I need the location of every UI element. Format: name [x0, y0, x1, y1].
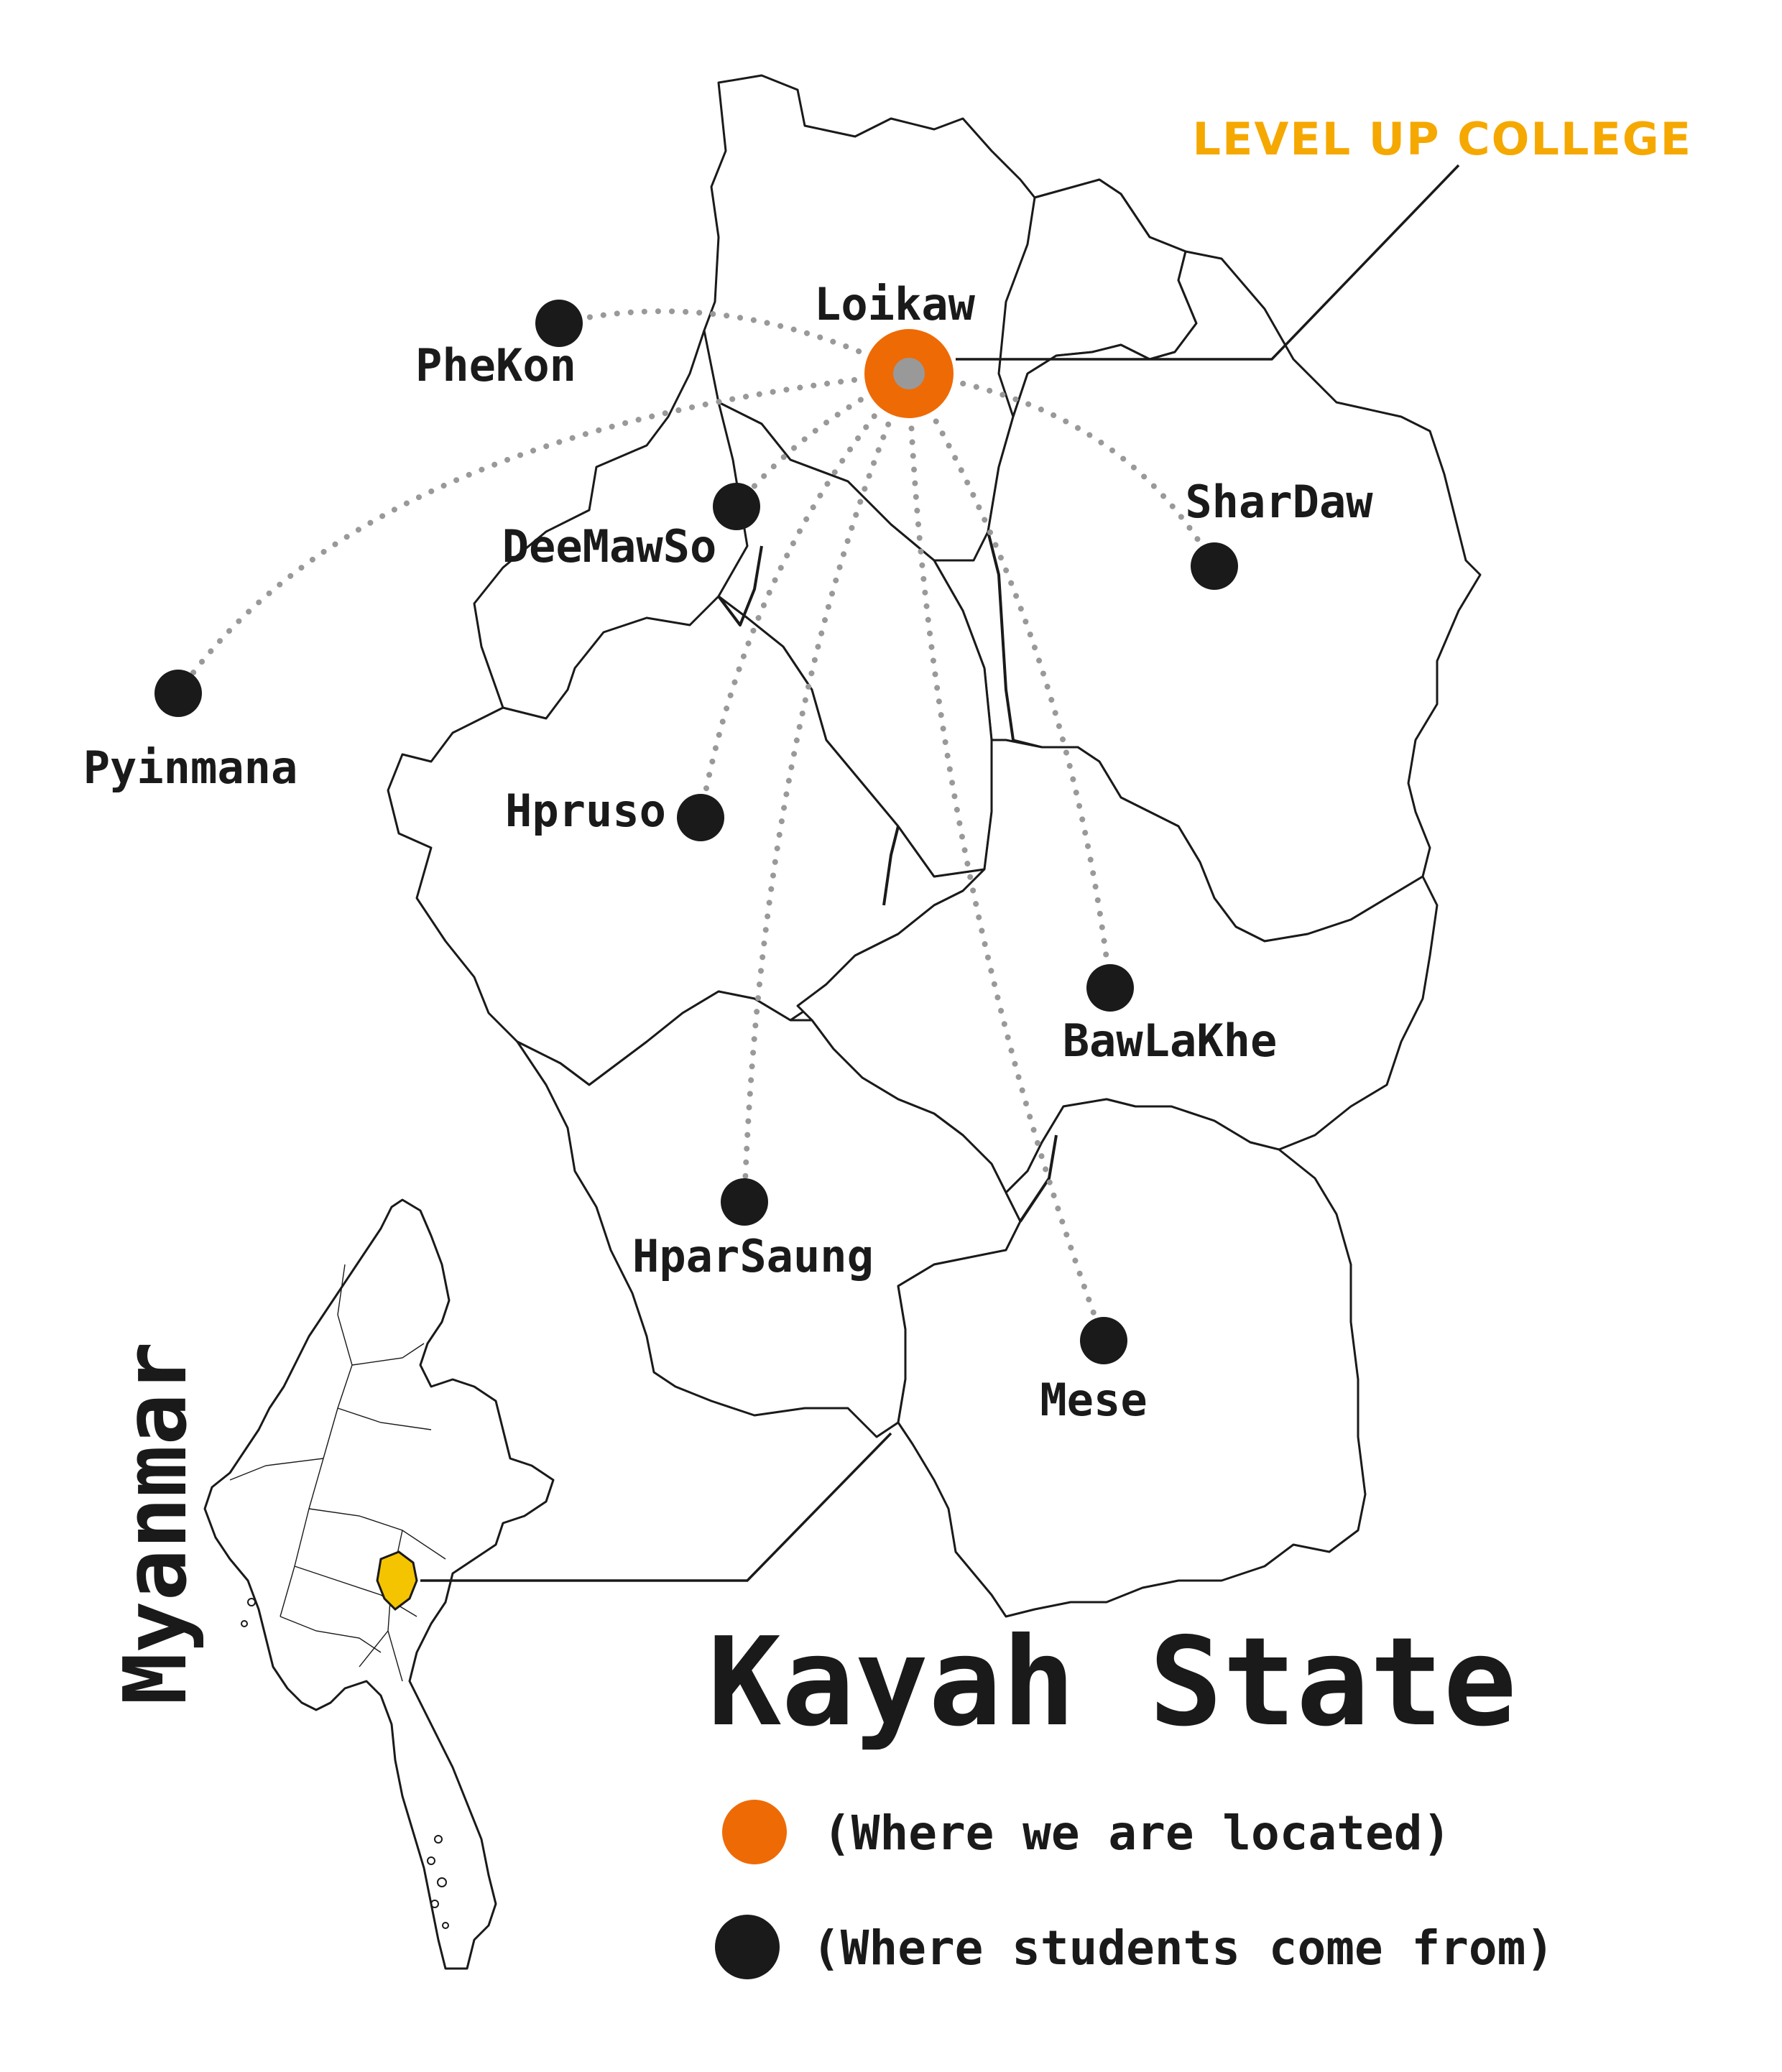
- place-label-deemawso: DeeMawSo: [502, 520, 717, 573]
- legend-located-text: (Where we are located): [823, 1805, 1451, 1861]
- legend: (Where we are located) (Where students c…: [715, 1800, 1554, 1979]
- route-pyinmana: [175, 371, 912, 696]
- place-label-pyinmana: Pyinmana: [83, 741, 298, 794]
- student-routes: [175, 308, 1217, 1343]
- place-label-hpruso: Hpruso: [505, 785, 666, 837]
- legend-orange-marker: [722, 1800, 787, 1864]
- route-hparsaung: [742, 371, 912, 1205]
- hub-loikaw: Loikaw: [814, 278, 976, 418]
- legend-black-marker: [715, 1915, 780, 1979]
- place-marker-phekon: [535, 300, 583, 347]
- kayah-highlight: [376, 1550, 418, 1611]
- route-phekon: [556, 308, 912, 376]
- place-marker-shardaw: [1191, 542, 1238, 590]
- place-label-hparsaung: HparSaung: [632, 1230, 874, 1282]
- place-marker-pyinmana: [154, 670, 202, 717]
- route-mese: [906, 371, 1107, 1343]
- place-label-shardaw: SharDaw: [1185, 476, 1373, 528]
- route-hpruso: [698, 371, 912, 820]
- state-title: Kayah State: [708, 1611, 1517, 1754]
- district-mese: [897, 1098, 1367, 1618]
- myanmar-internal-borders: [229, 1264, 446, 1682]
- place-marker-hparsaung: [721, 1178, 768, 1226]
- legend-students-text: (Where students come from): [812, 1920, 1554, 1976]
- place-marker-mese: [1080, 1317, 1127, 1364]
- kayah-state-map: [387, 74, 1482, 1618]
- route-shardaw: [906, 371, 1217, 569]
- place-marker-deemawso: [713, 483, 760, 530]
- place-marker-bawlakhe: [1086, 964, 1134, 1012]
- internal-border: [717, 531, 1058, 1223]
- myanmar-inset-map: [203, 1198, 555, 1970]
- college-label: LEVEL UP COLLEGE: [1193, 113, 1692, 165]
- college-leader-line: [956, 164, 1460, 361]
- college-location-center: [893, 358, 925, 389]
- place-marker-hpruso: [677, 794, 724, 841]
- country-label: Myanmar: [106, 1341, 206, 1705]
- district-central: [717, 401, 993, 878]
- inset-leader-line: [420, 1432, 892, 1582]
- myanmar-islands: [241, 1598, 449, 1929]
- place-label-loikaw: Loikaw: [814, 278, 976, 330]
- place-label-phekon: PheKon: [415, 339, 576, 392]
- place-label-bawlakhe: BawLaKhe: [1063, 1014, 1278, 1067]
- place-label-mese: Mese: [1040, 1374, 1147, 1426]
